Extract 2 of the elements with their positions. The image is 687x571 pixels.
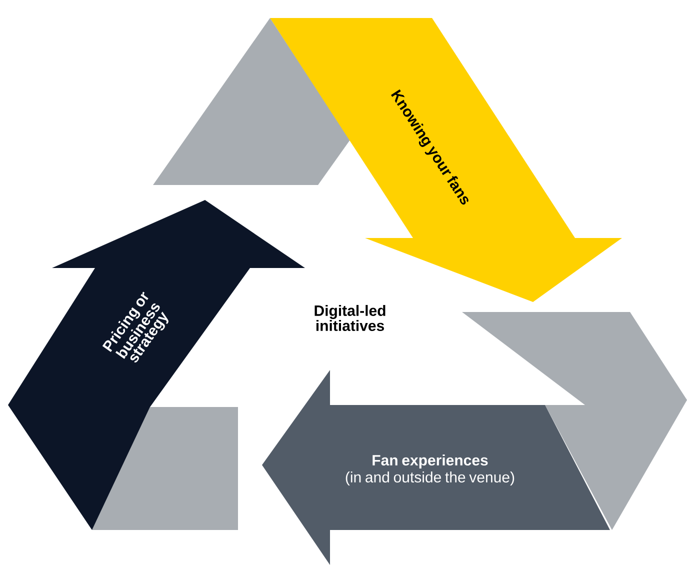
arrow-label: Fan experiences (in and outside the venue) <box>346 454 514 486</box>
center-label: Digital-led initiatives <box>314 304 386 332</box>
